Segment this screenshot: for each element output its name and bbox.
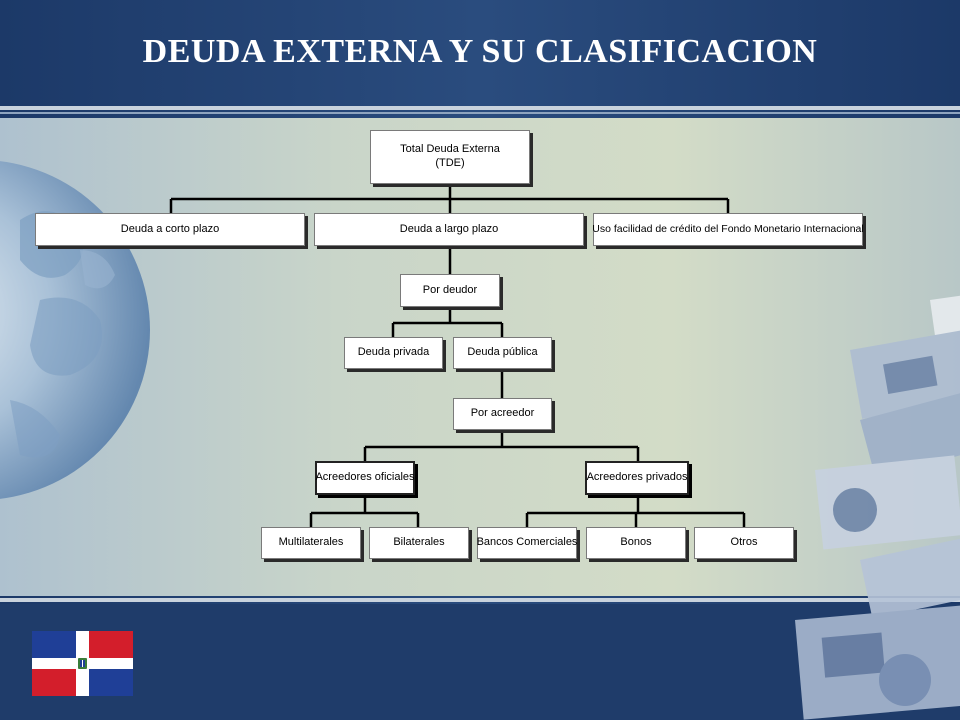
node-total-deuda-externa: Total Deuda Externa (TDE) [370, 130, 530, 184]
node-deuda-privada: Deuda privada [344, 337, 443, 369]
node-multilaterales: Multilaterales [261, 527, 361, 559]
node-bancos-comerciales: Bancos Comerciales [477, 527, 577, 559]
node-total-deuda-externa-abbr: (TDE) [435, 157, 465, 169]
dominican-flag-logo [32, 631, 133, 696]
node-acreedores-oficiales: Acreedores oficiales [315, 461, 415, 495]
node-otros: Otros [694, 527, 794, 559]
node-por-deudor: Por deudor [400, 274, 500, 307]
node-bilaterales: Bilaterales [369, 527, 469, 559]
node-total-deuda-externa-title: Total Deuda Externa [400, 143, 500, 156]
node-deuda-corto-plazo: Deuda a corto plazo [35, 213, 305, 246]
node-bonos: Bonos [586, 527, 686, 559]
node-deuda-publica: Deuda pública [453, 337, 552, 369]
node-acreedores-privados: Acreedores privados [585, 461, 689, 495]
node-deuda-largo-plazo: Deuda a largo plazo [314, 213, 584, 246]
node-uso-facilidad-fmi: Uso facilidad de crédito del Fondo Monet… [592, 213, 864, 246]
node-por-acreedor: Por acreedor [453, 398, 552, 430]
slide-title: DEUDA EXTERNA Y SU CLASIFICACION [142, 33, 818, 70]
